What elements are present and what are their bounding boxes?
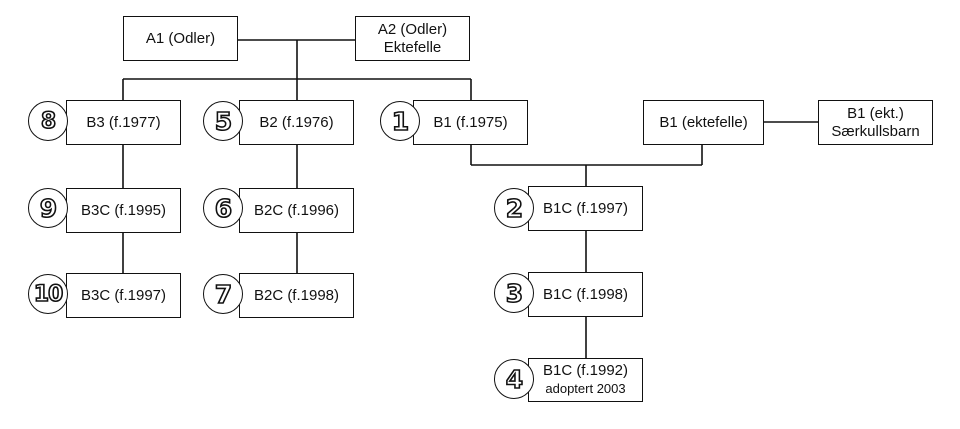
node-b3c-1995: B3C (f.1995) bbox=[66, 188, 181, 233]
node-b1-spouse: B1 (ektefelle) bbox=[643, 100, 764, 145]
node-b2-label: B2 (f.1976) bbox=[259, 113, 334, 131]
badge-b3c-1995: 9 bbox=[28, 188, 68, 228]
badge-b2c-1996: 6 bbox=[203, 188, 243, 228]
node-b3c-1995-label: B3C (f.1995) bbox=[80, 201, 167, 219]
node-b1c-1998-label: B1C (f.1998) bbox=[542, 285, 629, 303]
node-b1-spouse-child: B1 (ekt.) Særkullsbarn bbox=[818, 100, 933, 145]
node-a2: A2 (Odler) Ektefelle bbox=[355, 16, 470, 61]
node-b2: B2 (f.1976) bbox=[239, 100, 354, 145]
node-b1c-1992-label: B1C (f.1992) bbox=[542, 362, 629, 379]
badge-b3c-1997: 10 bbox=[28, 274, 68, 314]
node-a2-label: A2 (Odler) bbox=[377, 20, 448, 38]
badge-b1: 1 bbox=[380, 101, 420, 141]
node-b2c-1998: B2C (f.1998) bbox=[239, 273, 354, 318]
node-b2c-1996: B2C (f.1996) bbox=[239, 188, 354, 233]
node-b2c-1996-label: B2C (f.1996) bbox=[253, 201, 340, 219]
node-b2c-1998-label: B2C (f.1998) bbox=[253, 286, 340, 304]
badge-b3: 8 bbox=[28, 101, 68, 141]
node-b3: B3 (f.1977) bbox=[66, 100, 181, 145]
node-b3-label: B3 (f.1977) bbox=[86, 113, 161, 131]
node-b1-label: B1 (f.1975) bbox=[433, 113, 508, 131]
node-b1c-1997: B1C (f.1997) bbox=[528, 186, 643, 231]
badge-b1c-1997: 2 bbox=[494, 188, 534, 228]
badge-b2: 5 bbox=[203, 101, 243, 141]
node-b1: B1 (f.1975) bbox=[413, 100, 528, 145]
node-b1-spouse-child-sublabel: Særkullsbarn bbox=[831, 122, 920, 140]
node-b3c-1997: B3C (f.1997) bbox=[66, 273, 181, 318]
badge-b1c-1998: 3 bbox=[494, 273, 534, 313]
node-b1c-1992: B1C (f.1992) adoptert 2003 bbox=[528, 358, 643, 402]
badge-b2c-1998: 7 bbox=[203, 274, 243, 314]
node-b1c-1992-sublabel: adoptert 2003 bbox=[545, 381, 626, 396]
node-b1c-1998: B1C (f.1998) bbox=[528, 272, 643, 317]
node-b1-spouse-child-label: B1 (ekt.) bbox=[847, 104, 904, 122]
node-a1: A1 (Odler) bbox=[123, 16, 238, 61]
node-b3c-1997-label: B3C (f.1997) bbox=[80, 286, 167, 304]
node-a2-sublabel: Ektefelle bbox=[383, 38, 442, 56]
badge-b1c-1992: 4 bbox=[494, 359, 534, 399]
node-b1-spouse-label: B1 (ektefelle) bbox=[659, 113, 748, 131]
node-a1-label: A1 (Odler) bbox=[145, 29, 216, 47]
node-b1c-1997-label: B1C (f.1997) bbox=[542, 199, 629, 217]
